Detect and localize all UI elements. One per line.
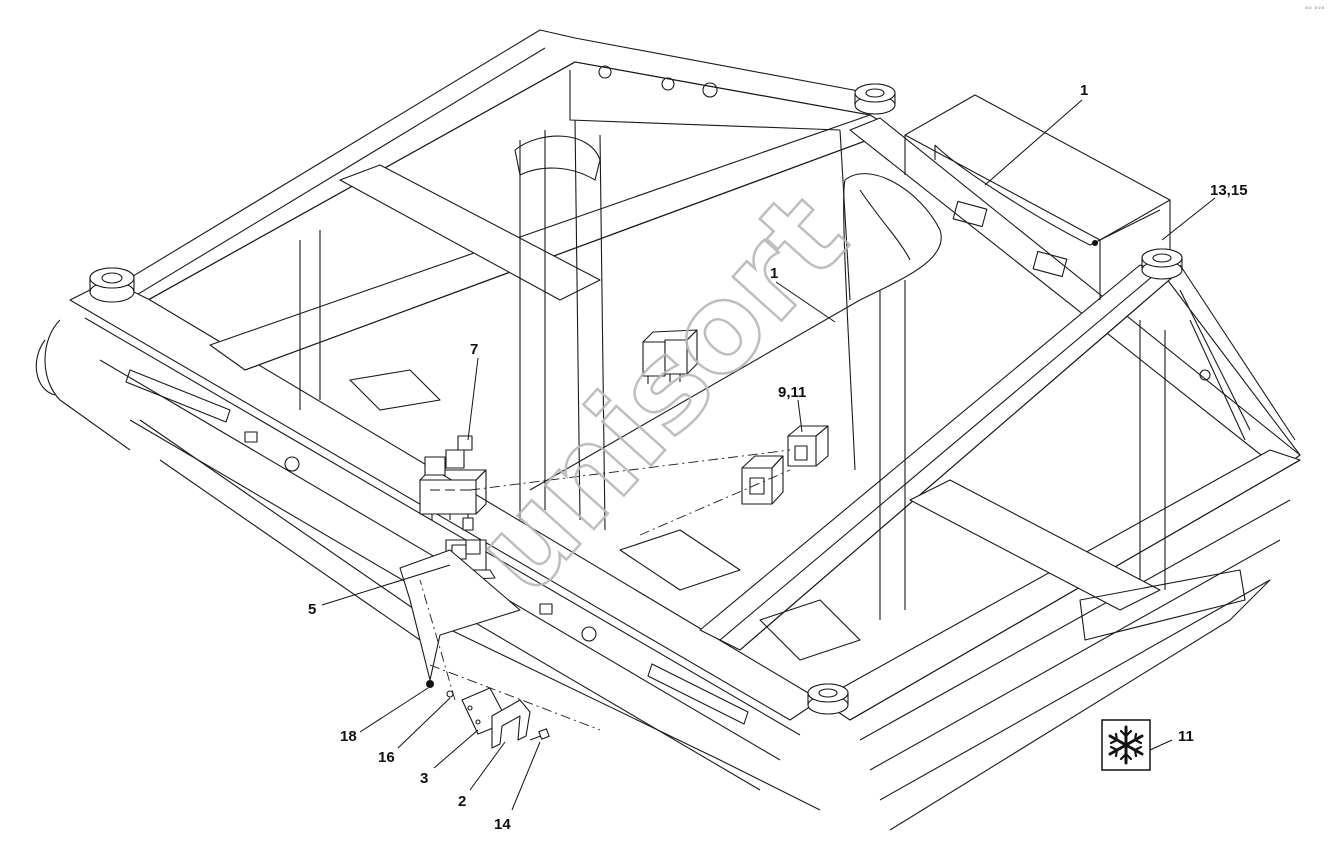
callout-1-harness: 1 [1080,82,1088,99]
assembly-line [469,449,791,491]
snowflake-icon [1101,719,1151,771]
assembly-line [639,469,791,536]
callout-14: 14 [494,816,511,833]
nut-18 [426,680,434,688]
assembly-line [419,579,456,701]
callout-5: 5 [308,601,316,618]
switch-pair [642,329,698,384]
mounting-plate [399,549,521,681]
callout-2: 2 [458,793,466,810]
corner-mark: °° °°° [1305,6,1325,14]
u-bracket-2 [491,699,531,749]
callout-11: 11 [1178,728,1194,745]
wiring-harness [529,144,1161,491]
leader-lines [321,99,1216,811]
callout-16: 16 [378,749,395,766]
callout-9-11: 9,11 [778,384,806,401]
rocker-switch [787,425,829,467]
callout-13-15: 13,15 [1210,182,1248,199]
corner-mount [807,683,849,715]
cab-frame [35,29,1301,831]
washer-16 [446,690,454,698]
bolt-14 [529,728,550,741]
assembly-line [429,664,601,731]
switch-housing [741,455,784,505]
callout-1-cable: 1 [770,265,778,282]
corner-mount [854,83,896,115]
callout-18: 18 [340,728,357,745]
callout-7: 7 [470,341,478,358]
corner-mount [1141,248,1183,280]
corner-mount [89,267,135,303]
callout-3: 3 [420,770,428,787]
